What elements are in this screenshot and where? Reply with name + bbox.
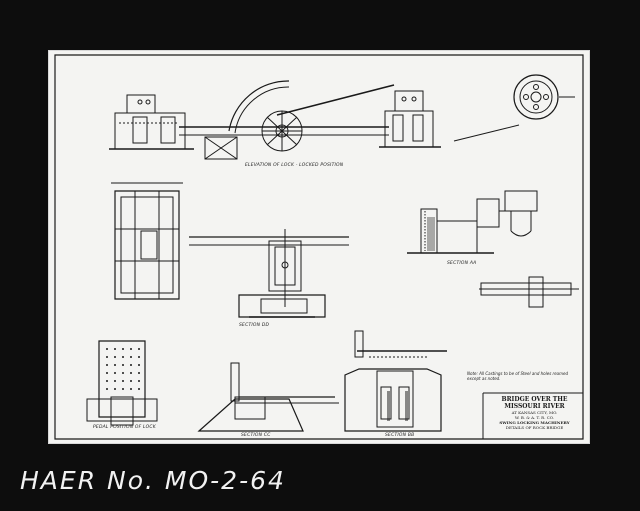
section-aa — [407, 199, 519, 253]
pedal-position-view — [87, 341, 157, 425]
title-block-line1: AT KANSAS CITY, MO. — [511, 410, 558, 415]
title-block-frame — [483, 393, 583, 439]
lock-elevation-left — [109, 95, 194, 149]
castings-note: Note: All Castings to be of Steel and ho… — [467, 371, 569, 381]
detail-bracket-right — [479, 191, 579, 307]
title-block-line3: SWING LOCKING MACHINERY — [499, 420, 570, 425]
section-bb-view — [345, 331, 447, 431]
caption-section-bb: SECTION BB — [385, 433, 415, 438]
caption-elevation: ELEVATION OF LOCK - LOCKED POSITION — [245, 163, 344, 168]
title-block-title: BRIDGE OVER THE MISSOURI RIVER — [501, 396, 568, 410]
haer-number: HAER No. MO-2-64 — [20, 466, 286, 495]
pedal-dot-grid — [106, 348, 140, 390]
title-block-line4: DETAILS OF ROCK BRIDGE — [505, 425, 564, 430]
blueprint-sheet: ELEVATION OF LOCK - LOCKED POSITION SECT… — [48, 50, 590, 444]
section-cc-view — [199, 363, 339, 431]
title-block: BRIDGE OVER THE MISSOURI RIVER AT KANSAS… — [487, 396, 582, 430]
title-block-line2: W. B. & A. T. R. CO. — [514, 415, 555, 420]
plan-view — [111, 183, 349, 299]
pulley-detail — [454, 75, 575, 141]
technical-drawing — [49, 51, 589, 443]
lock-elevation-right — [379, 91, 441, 147]
center-mechanism — [239, 229, 325, 317]
caption-pedal-position: PEDAL POSITION OF LOCK — [93, 425, 156, 430]
caption-section-dd: SECTION DD — [239, 323, 270, 328]
caption-section-a: SECTION AA — [447, 261, 477, 266]
lock-gear-sector — [179, 81, 394, 159]
caption-section-cc: SECTION CC — [241, 433, 271, 438]
